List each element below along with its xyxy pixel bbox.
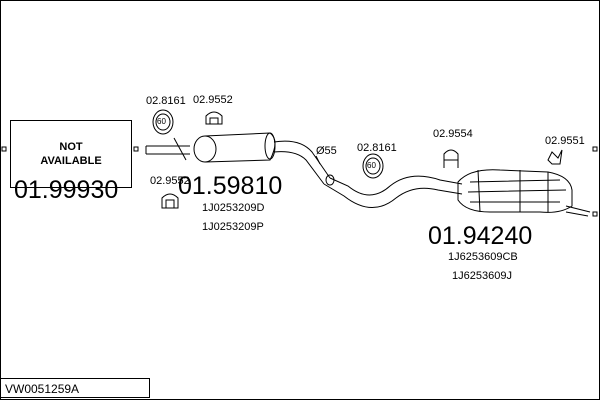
clamp-size-1: 60 [157, 117, 166, 126]
hanger-label-1: 02.9552 [193, 94, 233, 106]
part-rear-ref2: 1J6253609J [452, 270, 512, 282]
intermediate-pipe-2 [323, 175, 463, 208]
hanger-label-4: 02.9551 [545, 135, 585, 147]
not-available-box: NOT AVAILABLE [10, 120, 132, 188]
middle-silencer-end [193, 135, 217, 163]
clamp-icon-1 [152, 109, 174, 135]
hanger-icon-4 [547, 149, 563, 165]
clamp-label-1: 02.8161 [146, 95, 186, 107]
part-middle-ref1: 1J0253209D [202, 202, 265, 214]
edge-marker-right [592, 146, 598, 152]
part-middle-ref2: 1J0253209P [202, 221, 264, 233]
not-available-line1: NOT [59, 141, 83, 153]
clamp-icon-2 [362, 153, 384, 179]
clamp-label-2: 02.8161 [357, 142, 397, 154]
edge-marker-rear [592, 211, 598, 217]
hanger-icon-3 [443, 149, 459, 168]
vehicle-code: VW0051259A [0, 378, 150, 398]
hanger-icon-2 [161, 193, 179, 209]
tail-pipe [565, 205, 591, 217]
part-rear-number: 01.94240 [428, 222, 533, 250]
intermediate-pipe [273, 140, 331, 185]
edge-marker-left [1, 146, 7, 152]
rear-silencer [457, 169, 573, 213]
part-rear-ref1: 1J6253609CB [448, 251, 518, 263]
not-available-line2: AVAILABLE [40, 155, 102, 167]
hanger-label-2: 02.9552 [150, 175, 190, 187]
part-front-number: 01.99930 [14, 176, 119, 204]
hanger-icon-1 [205, 111, 223, 125]
hanger-label-3: 02.9554 [433, 128, 473, 140]
clamp-size-2: 60 [367, 161, 376, 170]
edge-marker-na [133, 146, 139, 152]
part-middle-number: 01.59810 [178, 172, 283, 200]
front-pipe [145, 145, 190, 155]
pipe-diameter: Ø55 [316, 145, 337, 157]
